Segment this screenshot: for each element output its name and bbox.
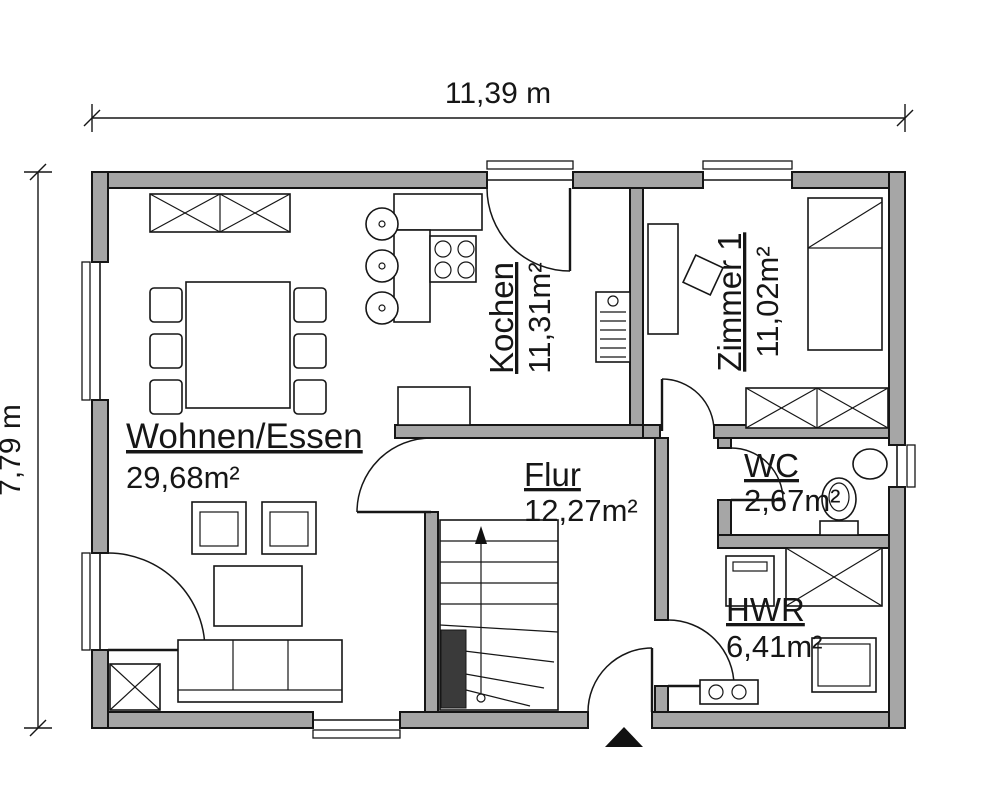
cooktop [429,235,477,283]
window-living-west [81,261,101,401]
wash-basin [852,448,888,480]
label-room1-area: 11,02m² [750,246,785,357]
wall-kitchen-room1 [629,187,644,426]
plant-box [109,663,161,711]
door-room1 [660,378,715,432]
label-room1-name: Zimmer 1 [711,232,748,371]
wall-living-stairs [424,511,439,713]
dimension-left: 7,79 m [0,163,52,737]
wall-right-1 [888,171,906,446]
kitchen-stools [365,207,399,325]
room-labels: Wohnen/Essen 29,68m² Kochen 11,31m² Zimm… [126,232,840,664]
dimension-left-label: 7,79 m [0,404,27,496]
kitchen-counter-side [393,229,431,323]
door-garden [486,187,572,272]
dimension-top: 11,39 m [83,77,914,132]
wall-wc-west-bottom [717,499,732,536]
washing-machine [725,555,775,607]
label-living-area: 29,68m² [126,460,240,495]
windows [81,160,916,739]
window-room1 [702,160,793,181]
door-terrace [107,552,206,652]
bed [807,197,883,351]
furniture-wc [819,448,888,536]
wall-hall-utility-2 [654,685,669,713]
window-living-south [312,719,401,739]
wall-kitchen-hall [394,424,644,439]
staircase [439,519,559,711]
label-hall-name: Flur [524,456,581,493]
wall-bottom-2 [399,711,589,729]
furniture-living [109,193,343,711]
label-wc-name: WC [744,447,799,484]
door-utility [667,619,735,688]
furniture-utility [699,547,883,705]
window-wc [896,444,916,488]
shelf-unit [785,547,883,607]
kitchen-counter-top [393,193,483,231]
entrance-arrow [605,727,643,747]
label-wc-area: 2,67m² [744,483,840,518]
window-terrace [81,552,101,651]
sofa [177,639,343,703]
kitchen-sink-unit [595,291,631,363]
dining-chairs [149,287,327,415]
label-living-name: Wohnen/Essen [126,417,363,456]
window-kitchen [486,160,574,181]
wardrobe [745,387,889,429]
wall-wc-west-top [717,437,732,449]
label-utility-name: HWR [726,591,805,628]
door-living [356,437,432,514]
walls [91,171,906,729]
wall-top-2 [572,171,704,189]
wall-bottom-1 [91,711,314,729]
desk-chair [682,254,724,296]
door-wc [730,447,784,502]
sideboard [149,193,291,233]
label-kitchen-area: 11,31m² [522,262,557,373]
stair-walk-line [475,526,487,703]
wall-hall-utility-1 [654,437,669,621]
desk [647,223,679,335]
label-utility-area: 6,41m² [726,629,822,664]
armchair [191,501,247,555]
wall-left-1 [91,171,109,263]
dining-table [185,281,291,409]
toilet [819,477,859,536]
dimension-top-label: 11,39 m [445,77,551,110]
wall-top-1 [91,171,488,189]
wall-room1-stub [642,424,661,439]
label-hall-area: 12,27m² [524,493,638,528]
chimney-shaft [440,629,467,709]
furniture-kitchen [365,193,631,426]
wall-left-2 [91,399,109,554]
door-entrance [587,647,654,713]
coffee-table [213,565,303,627]
kitchen-lower-cabinet [397,386,471,426]
armchair [261,501,317,555]
wall-wc-south [717,534,890,549]
furniture-room1 [647,197,889,429]
label-kitchen-name: Kochen [483,262,520,374]
wall-right-2 [888,486,906,729]
wall-bottom-3 [651,711,906,729]
freezer [811,637,877,693]
wall-left-3 [91,649,109,729]
laundry-sink [699,679,759,705]
